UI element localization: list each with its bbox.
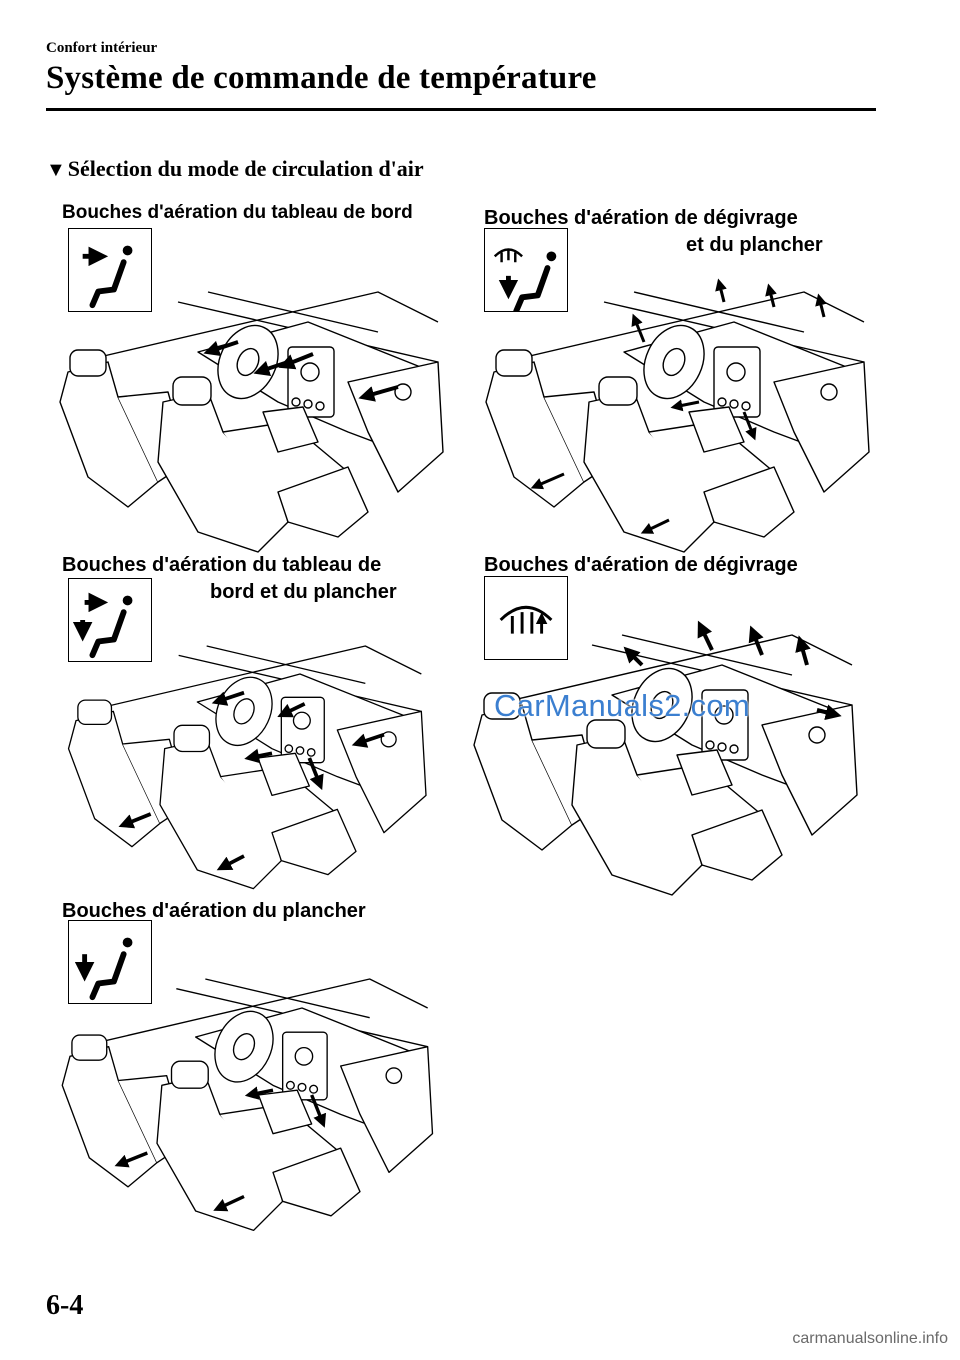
section-marker-icon: ▼: [46, 159, 66, 181]
interior-illustration: [474, 262, 874, 562]
title-rule: [46, 108, 876, 111]
defrost-floor-vent-icon: [484, 228, 568, 312]
page-title: Système de commande de température: [46, 60, 597, 96]
panel-caption-line2: et du plancher: [686, 234, 823, 256]
watermark: CarManuals2.com: [494, 688, 751, 723]
dashboard-vent-icon: [68, 228, 152, 312]
panel-caption: Bouches d'aération de dégivrage: [484, 207, 798, 229]
panel-caption: Bouches d'aération de dégivrage: [484, 554, 798, 576]
interior-illustration: [462, 605, 862, 905]
site-footer: carmanualsonline.info: [792, 1330, 948, 1347]
floor-vent-icon: [68, 920, 152, 1004]
panel-caption: Bouches d'aération du plancher: [62, 900, 366, 922]
interior-illustration: [44, 618, 444, 898]
breadcrumb: Confort intérieur: [46, 40, 158, 56]
interior-illustration: [44, 950, 444, 1240]
section-heading-text: Sélection du mode de circulation d'air: [67, 156, 424, 181]
panel-caption: Bouches d'aération du tableau de bord: [62, 202, 413, 223]
page-number: 6-4: [46, 1290, 84, 1321]
panel-caption: Bouches d'aération du tableau de: [62, 554, 382, 576]
defrost-vent-icon: [484, 576, 568, 660]
interior-illustration: [48, 262, 448, 562]
panel-caption-line2: bord et du plancher: [210, 581, 397, 603]
dashboard-floor-vent-icon: [68, 578, 152, 662]
section-heading: ▼Sélection du mode de circulation d'air: [46, 156, 424, 182]
